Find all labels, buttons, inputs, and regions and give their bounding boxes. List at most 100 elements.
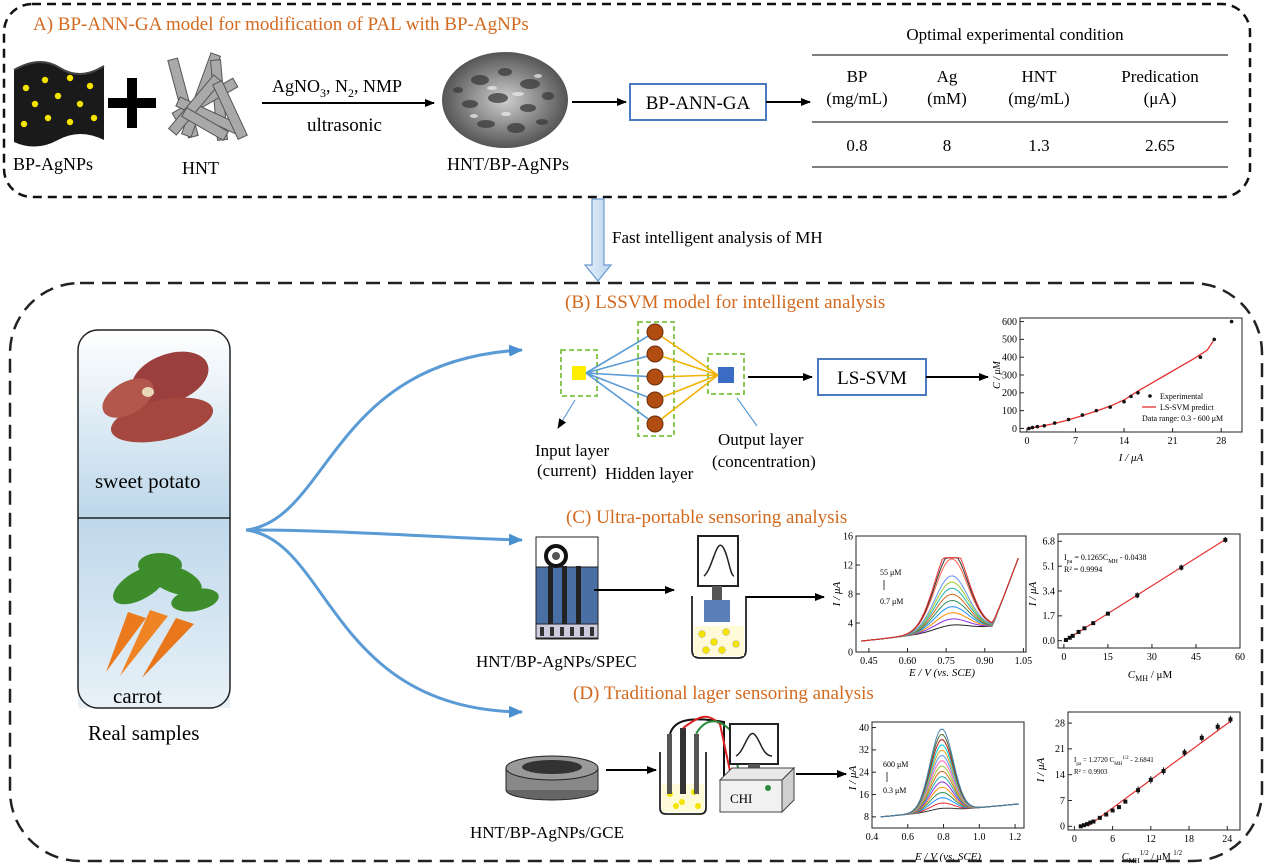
chi-label: CHI xyxy=(730,791,752,806)
calibration-point xyxy=(1110,808,1115,813)
y-axis-label: I / μA xyxy=(847,765,859,791)
y-tick-label: 300 xyxy=(1002,370,1017,381)
x-axis-label: I / μA xyxy=(1118,452,1144,464)
transition-arrow xyxy=(583,198,613,282)
y-tick-label: 12 xyxy=(843,560,853,571)
table-header-ag: Ag(mM) xyxy=(927,67,967,108)
legend-predict: LS-SVM predict xyxy=(1160,403,1214,412)
x-axis-label: CMH / μM xyxy=(1128,669,1173,683)
data-point-experimental xyxy=(1108,405,1112,409)
y-tick-label: 16 xyxy=(859,790,869,801)
calibration-point xyxy=(1091,819,1096,824)
data-point-experimental xyxy=(1129,394,1133,399)
y-tick-label: 8 xyxy=(848,589,853,600)
chi-instrument-icon xyxy=(718,723,796,814)
x-axis-label: E / V (vs. SCE) xyxy=(908,667,975,679)
calibration-point xyxy=(1076,629,1081,634)
bp-agnps-icon xyxy=(13,61,105,147)
calibration-point xyxy=(1067,635,1072,640)
y-tick-label: 14 xyxy=(1055,770,1065,781)
calibration-point xyxy=(1082,626,1087,631)
distribution-arrows xyxy=(245,344,523,718)
x-axis-label: E / V (vs. SCE) xyxy=(914,851,981,863)
x-tick-label: 1.05 xyxy=(1015,656,1033,667)
r2-c: R² = 0.9994 xyxy=(1064,565,1102,574)
calibration-point xyxy=(1097,815,1102,820)
x-tick-label: 30 xyxy=(1147,652,1157,663)
input-layer-label: Input layer(current) xyxy=(535,441,609,480)
x-tick-label: 0 xyxy=(1024,436,1029,447)
plot-area xyxy=(855,535,1027,653)
neural-network-diagram xyxy=(557,321,758,437)
y-tick-label: 0 xyxy=(848,647,853,658)
data-point-experimental xyxy=(1122,399,1126,404)
x-tick-label: 7 xyxy=(1073,436,1078,447)
optimal-condition-table: Optimal experimental condition BP(mg/mL)… xyxy=(812,25,1228,168)
sweet-potato-label: sweet potato xyxy=(95,469,201,493)
y-tick-label: 16 xyxy=(843,531,853,542)
ls-svm-label: LS-SVM xyxy=(837,368,907,389)
table-value-prediction: 2.65 xyxy=(1145,136,1175,155)
r2-d: R² = 0.9903 xyxy=(1074,768,1108,776)
data-point-experimental xyxy=(1066,417,1071,422)
table-value-ag: 8 xyxy=(943,136,952,155)
x-tick-label: 0.45 xyxy=(860,656,878,667)
bp-ann-ga-box xyxy=(629,83,767,121)
calibration-point xyxy=(1070,633,1075,638)
x-tick-label: 24 xyxy=(1222,834,1232,845)
y-axis-label: I / μA xyxy=(1035,757,1047,783)
y-tick-label: 400 xyxy=(1002,353,1017,364)
plus-icon xyxy=(108,78,156,128)
x-tick-label: 28 xyxy=(1216,436,1226,447)
table-value-bp: 0.8 xyxy=(846,136,867,155)
calibration-point xyxy=(1091,621,1096,626)
x-tick-label: 0 xyxy=(1061,652,1066,663)
y-tick-label: 24 xyxy=(859,768,869,779)
gce-electrode-icon xyxy=(505,755,599,801)
sem-image xyxy=(442,52,568,148)
bp-ann-ga-label: BP-ANN-GA xyxy=(646,93,751,114)
y-tick-label: 8 xyxy=(864,812,869,823)
carrot-image xyxy=(106,553,219,678)
output-layer-label: Output layer(concentration) xyxy=(712,430,816,471)
y-tick-label: 21 xyxy=(1055,744,1065,755)
x-tick-label: 60 xyxy=(1235,652,1245,663)
spec-electrode-icon xyxy=(535,536,599,640)
y-tick-label: 0 xyxy=(1012,424,1017,435)
plot-area xyxy=(1067,711,1241,831)
equation-c: Ipa = 0.1265CMH - 0.0438 xyxy=(1064,553,1147,565)
hnt-label: HNT xyxy=(182,158,219,178)
x-tick-label: 0.8 xyxy=(937,832,950,843)
calibration-point xyxy=(1105,611,1110,616)
cv-annotation-bottom: 0.7 μM xyxy=(880,597,903,606)
spec-label: HNT/BP-AgNPs/SPEC xyxy=(476,652,637,671)
calibration-point xyxy=(1104,812,1109,817)
y-tick-label: 32 xyxy=(859,745,869,756)
y-tick-label: 500 xyxy=(1002,335,1017,346)
table-header-bp: BP(mg/mL) xyxy=(826,67,887,108)
equation-d: Ipa = 1.2720 CMH1/2 - 2.6841 xyxy=(1074,756,1154,767)
data-point-experimental xyxy=(1212,337,1217,342)
portable-cell-icon xyxy=(691,535,747,659)
x-tick-label: 18 xyxy=(1184,834,1194,845)
x-tick-label: 0.6 xyxy=(902,832,915,843)
x-tick-label: 15 xyxy=(1103,652,1113,663)
y-tick-label: 6.8 xyxy=(1043,537,1056,548)
dpv-curve xyxy=(880,728,1019,818)
y-tick-label: 100 xyxy=(1002,406,1017,417)
three-electrode-cell-icon xyxy=(659,715,745,815)
y-axis-label: C / μM xyxy=(992,360,1003,388)
table-value-hnt: 1.3 xyxy=(1028,136,1049,155)
x-tick-label: 0.75 xyxy=(937,656,955,667)
plot-area xyxy=(1057,533,1241,649)
dpv-annotation-bottom: 0.3 μM xyxy=(883,786,906,795)
data-point-experimental xyxy=(1229,319,1234,324)
reagents-label: AgNO3, N2, NMP xyxy=(272,76,402,100)
y-tick-label: 28 xyxy=(1055,718,1065,729)
calibration-point xyxy=(1088,820,1093,825)
